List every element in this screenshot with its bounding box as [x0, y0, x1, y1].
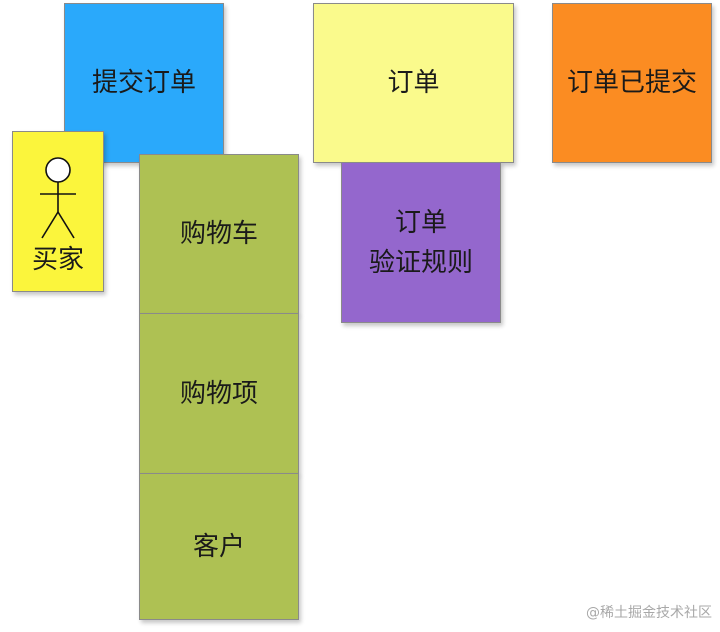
entity-cart-item-note: 购物项	[139, 313, 299, 474]
entity-customer-label: 客户	[192, 531, 245, 562]
event-order-submitted-label: 订单已提交	[566, 68, 697, 98]
entity-customer-note: 客户	[139, 473, 299, 620]
actor-buyer-note: 买家	[12, 131, 104, 292]
watermark: @稀土掘金技术社区	[586, 605, 712, 621]
entity-cart-label: 购物车	[179, 219, 258, 249]
stick-figure-icon	[40, 157, 76, 239]
aggregate-order-note: 订单	[313, 3, 514, 163]
command-submit-order-label: 提交订单	[91, 68, 196, 98]
event-order-submitted-note: 订单已提交	[552, 3, 712, 163]
aggregate-order-label: 订单	[387, 68, 440, 98]
actor-buyer-label: 买家	[31, 245, 84, 275]
policy-order-validation-note: 订单 验证规则	[341, 162, 501, 323]
policy-line-1: 订单	[394, 207, 447, 238]
policy-line-2: 验证规则	[368, 247, 473, 278]
entity-cart-note: 购物车	[139, 154, 299, 314]
entity-cart-item-label: 购物项	[179, 378, 258, 409]
